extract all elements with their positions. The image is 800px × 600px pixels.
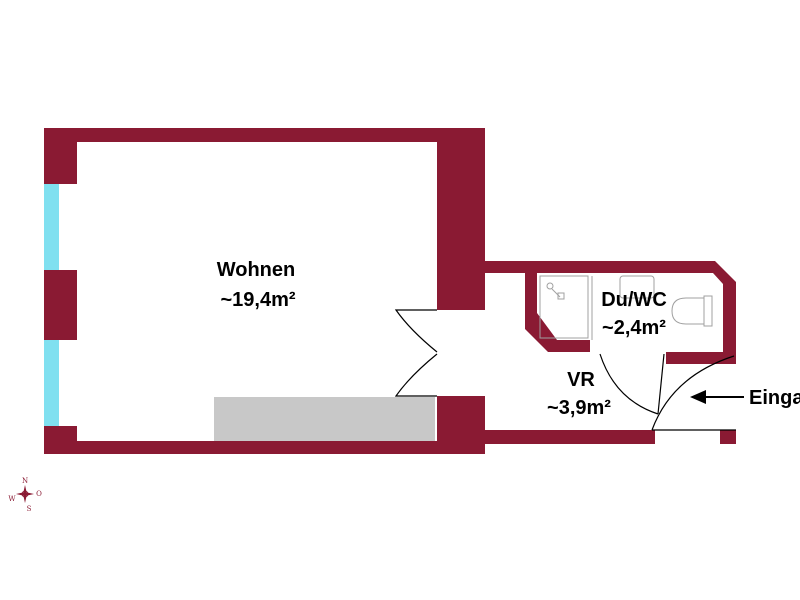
walls-wohnen xyxy=(44,128,485,454)
window-upper xyxy=(44,184,59,270)
room-name-vr: VR xyxy=(567,369,595,391)
compass-south: S xyxy=(27,505,32,513)
wall-bottom-annex xyxy=(485,430,655,444)
wall-left-upper xyxy=(44,128,77,184)
wall-top-annex xyxy=(485,261,715,273)
washbasin-icon xyxy=(619,275,655,299)
compass-west: W xyxy=(8,495,16,503)
compass-needle-we xyxy=(16,492,34,496)
shower-drain xyxy=(557,292,565,300)
double-door xyxy=(394,309,438,397)
room-name-duwc: Du/WC xyxy=(601,289,667,311)
room-area-duwc: ~2,4m² xyxy=(602,317,666,339)
wall-bath-bottom-right xyxy=(666,352,736,364)
entrance-door xyxy=(651,355,736,431)
bath-door-leaf xyxy=(657,353,665,415)
wall-right-upper xyxy=(437,128,485,310)
shower-hose xyxy=(551,288,561,298)
shower-head xyxy=(546,282,554,290)
compass-center xyxy=(21,490,29,498)
entrance-label: Einga xyxy=(749,387,800,409)
bath-door xyxy=(599,353,665,415)
shower-icon xyxy=(539,275,593,340)
arrow-left-icon xyxy=(690,390,744,404)
entrance-arrow-head xyxy=(690,390,706,404)
wall-bottom-annex-right xyxy=(720,430,736,444)
window-lower xyxy=(44,340,59,426)
kitchen-counter xyxy=(214,397,435,441)
wall-right-lower xyxy=(437,396,485,454)
room-name-wohnen: Wohnen xyxy=(217,259,296,281)
toilet-icon xyxy=(671,295,713,327)
shower-tray xyxy=(539,275,589,339)
wall-corner-annex xyxy=(713,261,736,364)
washbasin-body xyxy=(619,275,655,299)
wall-bath-left xyxy=(525,273,537,313)
wall-left-middle xyxy=(44,270,77,340)
compass-icon: N S W O xyxy=(8,477,42,513)
walls-annex xyxy=(485,261,736,444)
compass-east: O xyxy=(36,490,42,498)
wall-bottom-wohnen xyxy=(44,441,485,454)
door-leaf-upper xyxy=(394,309,438,353)
room-area-vr: ~3,9m² xyxy=(547,397,611,419)
wall-bath-corner xyxy=(525,313,590,352)
room-area-wohnen: ~19,4m² xyxy=(220,289,295,311)
toilet-tank xyxy=(703,295,713,327)
compass-north: N xyxy=(22,477,28,485)
door-leaf-lower xyxy=(394,353,438,397)
bath-door-swing xyxy=(599,353,659,415)
wall-top-wohnen xyxy=(44,128,485,142)
toilet-bowl xyxy=(671,297,704,325)
entrance-door-swing xyxy=(651,355,735,431)
